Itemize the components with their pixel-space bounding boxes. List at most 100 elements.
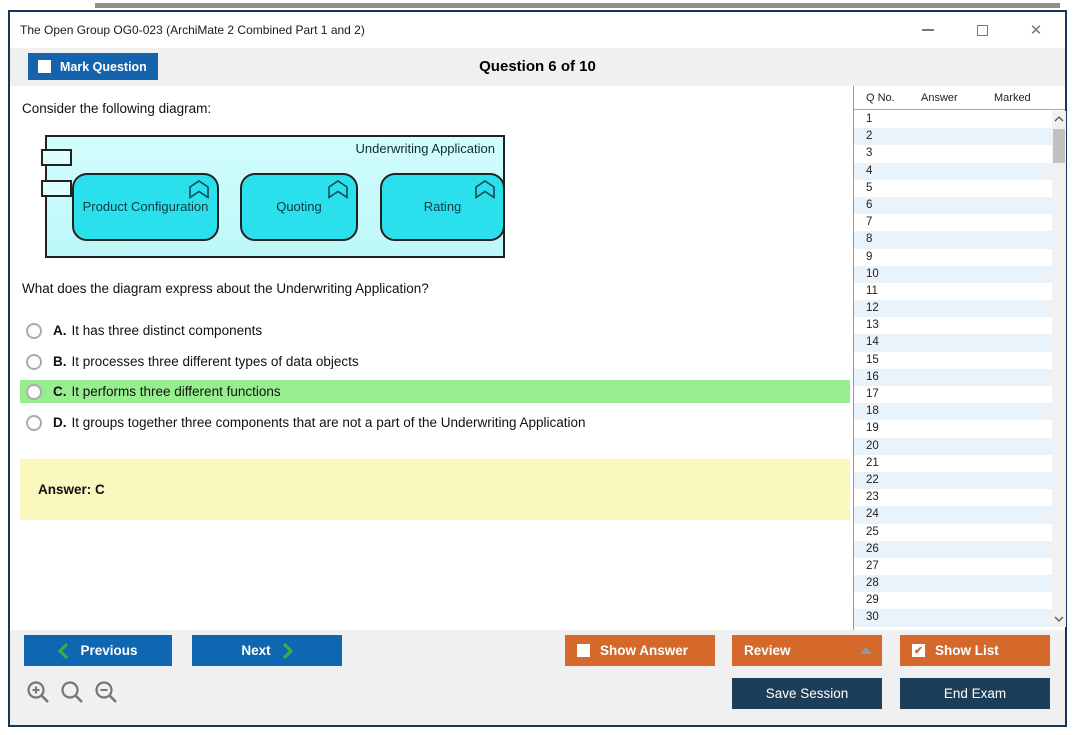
question-list-row[interactable]: 23 [866, 491, 879, 504]
question-list-row[interactable]: 13 [866, 319, 879, 332]
show-answer-checkbox-icon [577, 644, 590, 657]
zoom-in-icon[interactable] [26, 680, 52, 706]
question-list-row[interactable]: 3 [866, 147, 873, 160]
column-answer: Answer [921, 92, 958, 104]
question-list-row[interactable]: 19 [866, 422, 879, 435]
question-list-row[interactable]: 18 [854, 403, 1052, 421]
zoom-controls [26, 680, 120, 706]
question-list-row[interactable]: 12 [854, 300, 1052, 318]
answer-box: Answer: C [20, 459, 850, 520]
close-icon: ✕ [1029, 21, 1043, 39]
archimate-diagram: Underwriting Application Product Configu… [35, 135, 505, 258]
question-list-row[interactable]: 20 [854, 437, 1052, 455]
question-list-row[interactable]: 4 [854, 162, 1052, 180]
function-label: Rating [423, 198, 462, 214]
function-box-product-configuration: Product Configuration [72, 173, 219, 241]
option-letter: B. [53, 354, 67, 369]
option-c-correct[interactable]: C. It performs three different functions [20, 380, 850, 403]
question-list-row[interactable]: 6 [854, 196, 1052, 215]
question-list-row[interactable]: 5 [866, 181, 873, 194]
radio-icon[interactable] [26, 414, 42, 431]
show-answer-button[interactable]: Show Answer [565, 635, 715, 666]
mark-question-label: Mark Question [60, 59, 147, 74]
question-list-row[interactable]: 14 [854, 334, 1052, 352]
scrollbar-up-button[interactable] [1052, 111, 1066, 127]
option-text: It performs three different functions [71, 384, 281, 399]
column-marked: Marked [994, 92, 1031, 104]
save-session-button[interactable]: Save Session [732, 678, 882, 709]
question-list-row[interactable]: 22 [854, 471, 1052, 490]
option-a[interactable]: A. It has three distinct components [20, 319, 850, 342]
radio-icon[interactable] [26, 353, 42, 370]
scrollbar-thumb[interactable] [1053, 129, 1065, 163]
show-list-button[interactable]: ✔ Show List [900, 635, 1050, 666]
question-list-row[interactable]: 26 [854, 540, 1052, 558]
previous-label: Previous [80, 643, 138, 658]
function-label: Quoting [276, 198, 322, 214]
application-component-box: Underwriting Application Product Configu… [41, 135, 505, 258]
option-b[interactable]: B. It processes three different types of… [20, 350, 850, 373]
bottom-toolbar: Previous Next Show Answer Review ✔ Show … [10, 630, 1065, 725]
question-intro: Consider the following diagram: [22, 101, 212, 116]
close-button[interactable]: ✕ [1029, 21, 1043, 39]
question-list-row[interactable]: 10 [854, 265, 1052, 283]
application-function-icon [189, 180, 209, 199]
zoom-out-icon[interactable] [94, 680, 120, 706]
question-list-row[interactable]: 1 [866, 113, 873, 125]
question-list-row[interactable]: 21 [866, 456, 879, 469]
previous-button[interactable]: Previous [24, 635, 172, 666]
chevron-up-icon [1054, 116, 1064, 122]
question-list-row[interactable]: 7 [866, 216, 873, 229]
next-label: Next [241, 643, 271, 658]
function-box-quoting: Quoting [240, 173, 358, 241]
window-controls: ✕ [921, 21, 1065, 39]
component-port-icon [41, 149, 72, 166]
question-list-row[interactable]: 16 [854, 368, 1052, 386]
mark-question-button[interactable]: Mark Question [28, 53, 158, 80]
question-list-row[interactable]: 17 [866, 388, 879, 400]
show-list-label: Show List [935, 643, 999, 658]
show-list-checkbox-icon: ✔ [912, 644, 925, 657]
window-title: The Open Group OG0-023 (ArchiMate 2 Comb… [20, 23, 365, 37]
mark-question-checkbox-icon [38, 60, 51, 73]
save-session-label: Save Session [765, 686, 849, 701]
chevron-down-icon [1054, 616, 1064, 622]
scrollbar-down-button[interactable] [1052, 611, 1066, 627]
zoom-reset-icon[interactable] [60, 680, 86, 706]
app-window: The Open Group OG0-023 (ArchiMate 2 Comb… [8, 10, 1067, 727]
radio-icon[interactable] [26, 383, 42, 400]
question-counter: Question 6 of 10 [479, 58, 596, 75]
question-list-scrollbar[interactable] [1052, 111, 1066, 627]
maximize-button[interactable] [975, 23, 989, 37]
question-list-row[interactable]: 27 [866, 559, 879, 572]
question-list-row[interactable]: 8 [854, 231, 1052, 249]
question-list-row[interactable]: 9 [866, 250, 873, 263]
function-label: Product Configuration [82, 198, 209, 214]
application-function-icon [328, 180, 348, 199]
question-list-row[interactable]: 28 [854, 575, 1052, 593]
question-list-row[interactable]: 25 [866, 525, 879, 538]
option-text: It groups together three components that… [71, 415, 586, 430]
question-list-row[interactable]: 2 [854, 128, 1052, 146]
option-d[interactable]: D. It groups together three components t… [20, 411, 850, 434]
question-list-row[interactable]: 15 [866, 353, 879, 366]
review-dropdown-button[interactable]: Review [732, 635, 882, 666]
end-exam-button[interactable]: End Exam [900, 678, 1050, 709]
application-component-label: Underwriting Application [355, 141, 495, 156]
function-box-rating: Rating [380, 173, 505, 241]
answer-text: Answer: C [38, 482, 105, 497]
radio-icon[interactable] [26, 322, 42, 339]
question-list-row[interactable]: 24 [854, 506, 1052, 524]
question-list-row[interactable]: 11 [866, 284, 878, 297]
end-exam-label: End Exam [943, 686, 1007, 701]
component-port-icon [41, 180, 72, 197]
show-answer-label: Show Answer [600, 643, 689, 658]
minimize-button[interactable] [921, 23, 935, 37]
option-letter: C. [53, 384, 67, 399]
next-button[interactable]: Next [192, 635, 342, 666]
chevron-right-icon [282, 642, 293, 659]
question-list-row[interactable]: 29 [866, 594, 879, 607]
question-list-row[interactable]: 30 [854, 609, 1052, 627]
